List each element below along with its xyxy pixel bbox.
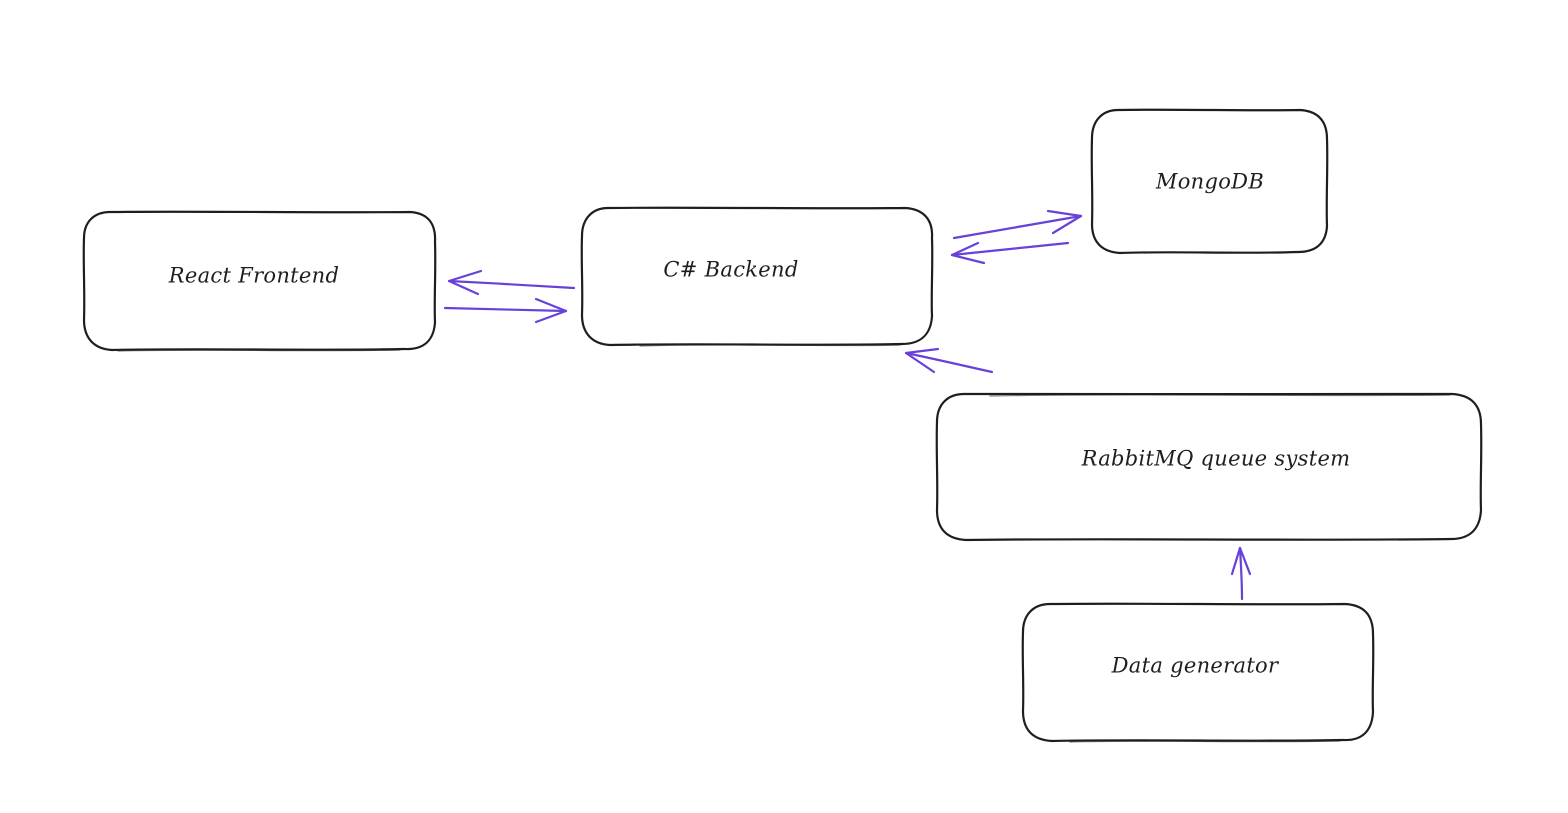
edge-backend-to-frontend[interactable] — [447, 269, 576, 296]
node-csharp-backend-box — [580, 206, 934, 347]
edge-mongodb-to-backend[interactable] — [950, 241, 1070, 265]
node-mongodb-box — [1090, 108, 1329, 255]
edge-backend-to-mongodb-shaft — [952, 214, 1083, 240]
arrow-head-icon — [1046, 209, 1083, 235]
node-rabbitmq-label: RabbitMQ queue system — [1081, 447, 1351, 471]
edge-rabbitmq-to-backend[interactable] — [904, 347, 994, 374]
node-rabbitmq-box — [935, 392, 1483, 542]
edge-mongodb-to-backend-shaft — [950, 241, 1070, 257]
edge-backend-to-frontend-shaft — [447, 279, 576, 290]
node-mongodb[interactable]: MongoDB — [1090, 108, 1329, 255]
edge-rabbitmq-to-backend-shaft — [904, 351, 994, 374]
arrow-head-icon — [534, 297, 568, 324]
node-data-generator-box — [1021, 602, 1375, 743]
edge-generator-to-rabbitmq-shaft — [1238, 546, 1244, 601]
arrow-head-icon — [904, 347, 940, 374]
edge-frontend-to-backend[interactable] — [443, 297, 568, 324]
edge-generator-to-rabbitmq[interactable] — [1230, 546, 1252, 601]
node-rabbitmq[interactable]: RabbitMQ queue system — [935, 392, 1483, 542]
node-data-generator-label: Data generator — [1111, 654, 1280, 678]
node-react-frontend-box — [82, 210, 437, 352]
arrow-head-icon — [1230, 546, 1252, 576]
node-csharp-backend[interactable]: C# Backend — [580, 206, 934, 347]
node-react-frontend[interactable]: React Frontend — [82, 210, 437, 352]
node-csharp-backend-label: C# Backend — [663, 258, 798, 282]
edge-backend-to-mongodb[interactable] — [952, 209, 1083, 240]
edge-frontend-to-backend-shaft — [443, 306, 568, 313]
arrow-head-icon — [447, 269, 483, 296]
node-react-frontend-label: React Frontend — [168, 264, 339, 288]
node-data-generator[interactable]: Data generator — [1021, 602, 1375, 743]
node-mongodb-label: MongoDB — [1155, 170, 1264, 194]
arrow-head-icon — [950, 241, 986, 265]
